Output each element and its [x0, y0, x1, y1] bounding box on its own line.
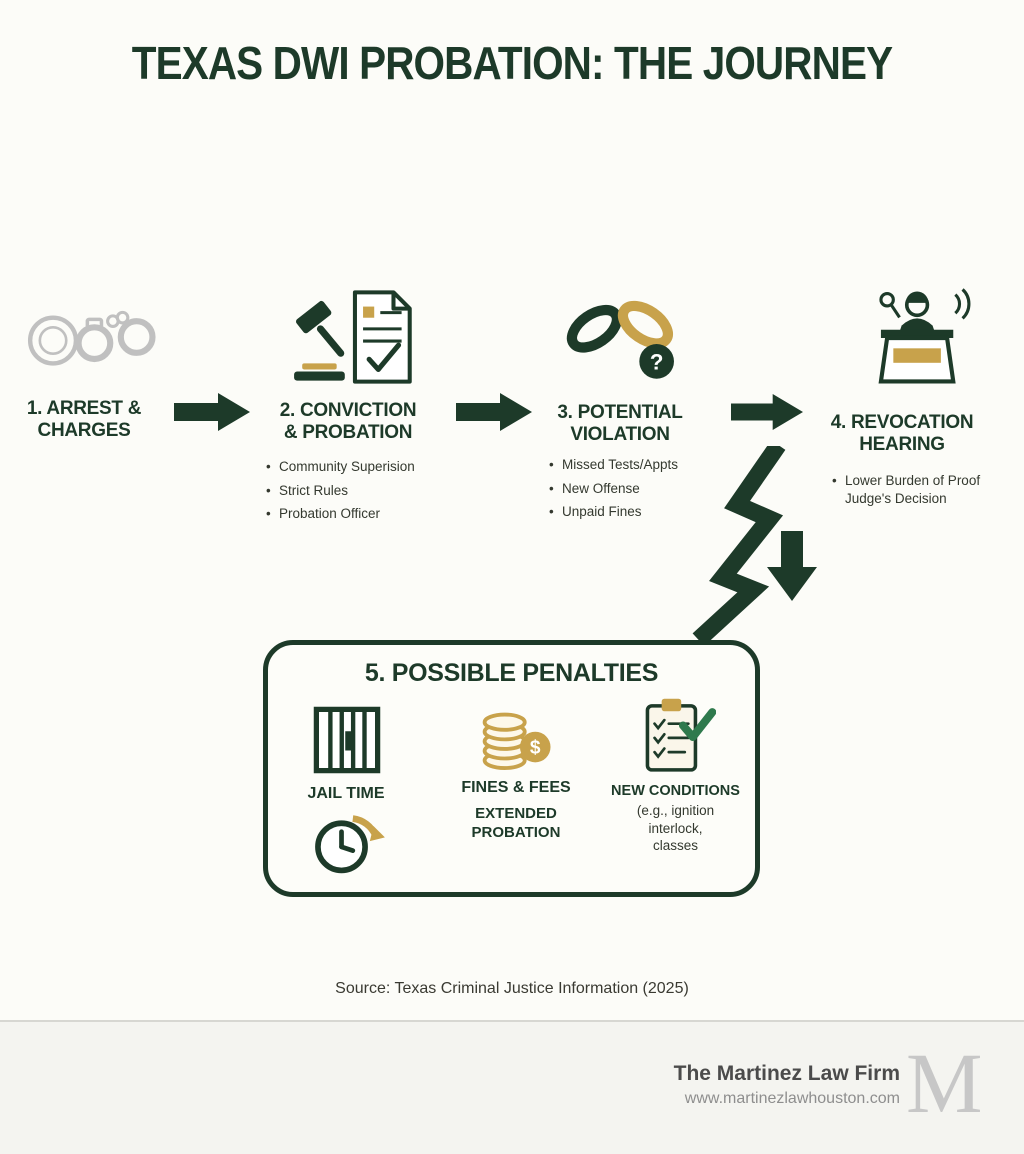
handcuffs-badge-icon [27, 310, 156, 366]
broken-chain-icon: ? [566, 300, 674, 379]
jail-time-label: JAIL TIME [307, 785, 385, 802]
firm-name: The Martinez Law Firm [673, 1062, 900, 1085]
arrow-right-icon [174, 393, 250, 431]
coins-icon: $ [482, 712, 551, 770]
firm-website: www.martinezlawhouston.com [684, 1090, 900, 1107]
jail-bars-icon [313, 706, 381, 774]
divider-line [0, 1020, 1024, 1022]
source-text: Source: Texas Criminal Justice Informati… [335, 980, 689, 997]
fines-fees-label: FINES & FEES [461, 779, 571, 796]
step-2-label: 2. CONVICTION & PROBATION [279, 400, 417, 444]
footer-band [0, 1022, 1024, 1154]
clipboard-checklist-icon [645, 698, 716, 772]
step-4-bullets: Lower Burden of Proof Judge's Decision [832, 472, 1012, 513]
extended-probation-label: EXTENDED PROBATION [471, 805, 561, 841]
arrow-down-icon [767, 531, 817, 601]
bullet-item: Lower Burden of Proof Judge's Decision [832, 472, 1012, 507]
penalties-box: 5. POSSIBLE PENALTIES JAIL TIME [263, 640, 760, 897]
svg-text:$: $ [530, 738, 541, 759]
penalties-title: 5. POSSIBLE PENALTIES [364, 659, 659, 687]
gavel-document-icon [294, 290, 412, 384]
bullet-item: New Offense [549, 480, 714, 498]
new-conditions-detail: (e.g., ignition interlock, classes [636, 803, 715, 854]
bullet-item: Missed Tests/Appts [549, 456, 714, 474]
step-3-label: 3. POTENTIAL VIOLATION [557, 402, 683, 446]
bullet-item: Probation Officer [266, 505, 451, 523]
bullet-item: Community Superision [266, 458, 451, 476]
new-conditions-label: NEW CONDITIONS [611, 783, 740, 799]
watermark-letter: M [906, 1035, 983, 1131]
judge-podium-icon [878, 288, 971, 384]
bullet-item: Strict Rules [266, 482, 451, 500]
arrow-right-icon [731, 394, 803, 430]
step-4-label: 4. REVOCATION HEARING [830, 412, 974, 456]
page-title: TEXAS DWI PROBATION: THE JOURNEY [131, 37, 893, 89]
zigzag-arrow-icon [692, 446, 786, 644]
svg-text:?: ? [650, 350, 664, 375]
arrow-right-icon [456, 393, 532, 431]
step-2-bullets: Community Superision Strict Rules Probat… [266, 458, 451, 529]
bullet-item: Unpaid Fines [549, 503, 714, 521]
step-1-label: 1. ARREST & CHARGES [26, 398, 142, 442]
clock-arrow-icon [315, 815, 385, 874]
step-3-bullets: Missed Tests/Appts New Offense Unpaid Fi… [549, 456, 714, 527]
